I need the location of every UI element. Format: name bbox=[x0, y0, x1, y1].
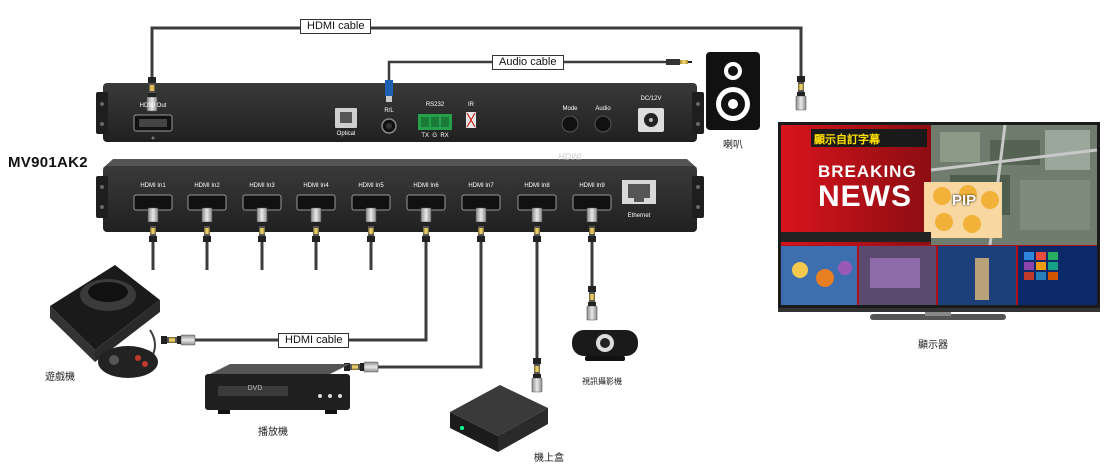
hdmi-in7-label: HDMI In7 bbox=[468, 183, 494, 189]
optical-label: Optical bbox=[336, 131, 356, 137]
hdmi-in5-label: HDMI In5 bbox=[358, 183, 384, 189]
game-console-icon bbox=[50, 265, 160, 378]
webcam-label: 視訊攝影機 bbox=[582, 377, 622, 386]
screen-news: NEWS bbox=[818, 180, 912, 213]
audio-cable-label: Audio cable bbox=[492, 55, 564, 70]
front-panel bbox=[96, 159, 704, 232]
dvd-tag: DVD bbox=[247, 385, 263, 392]
ir-label: IR bbox=[468, 102, 474, 108]
hdmi-in3-label: HDMI In3 bbox=[249, 183, 275, 189]
rl-label: R/L bbox=[384, 108, 394, 114]
hdmi-out-cable bbox=[150, 26, 803, 86]
hdmi-logo: HDMI bbox=[558, 151, 582, 161]
hdmi-in9-label: HDMI In9 bbox=[579, 183, 605, 189]
screen-breaking: BREAKING bbox=[818, 162, 917, 181]
set-top-box-icon bbox=[450, 385, 548, 452]
screen-pip: PIP bbox=[952, 192, 977, 209]
hdmi-cable-label-top: HDMI cable bbox=[300, 19, 372, 34]
back-panel bbox=[96, 83, 704, 142]
screen-caption: 顯示自訂字幕 bbox=[814, 133, 880, 146]
input-cables bbox=[151, 236, 594, 369]
rs232-pins-label: TX G RX bbox=[421, 133, 449, 139]
hdmi-in4-label: HDMI In4 bbox=[303, 183, 329, 189]
hdmi-in8-label: HDMI In8 bbox=[524, 183, 550, 189]
hdmi-out-label: HDMI Out bbox=[139, 103, 167, 109]
dvd-player-label: 播放機 bbox=[258, 427, 288, 438]
product-model: MV901AK2 bbox=[8, 154, 88, 171]
set-top-box-label: 機上盒 bbox=[534, 453, 564, 464]
mode-label: Mode bbox=[562, 106, 578, 112]
hdmi-in2-label: HDMI In2 bbox=[194, 183, 220, 189]
hdmi-input-ports bbox=[133, 194, 612, 211]
hdmi-in6-label: HDMI In6 bbox=[413, 183, 439, 189]
webcam-icon bbox=[572, 330, 638, 361]
rs232-label: RS232 bbox=[425, 102, 445, 108]
speaker-icon bbox=[706, 52, 760, 130]
speaker-label: 喇叭 bbox=[723, 140, 743, 151]
dvd-player-icon bbox=[205, 364, 350, 414]
dc-power-label: DC/12V bbox=[640, 96, 662, 102]
ethernet-label: Ethernet bbox=[627, 213, 651, 219]
audio-plug bbox=[385, 59, 692, 102]
game-console-label: 遊戲機 bbox=[45, 372, 75, 383]
audio-label: Audio bbox=[595, 106, 611, 112]
hdmi-cable-label-bottom: HDMI cable bbox=[278, 333, 350, 348]
hdmi-in1-label: HDMI In1 bbox=[140, 183, 166, 189]
audio-cable bbox=[387, 60, 668, 82]
display-monitor bbox=[778, 122, 1100, 320]
display-label: 顯示器 bbox=[918, 340, 948, 351]
